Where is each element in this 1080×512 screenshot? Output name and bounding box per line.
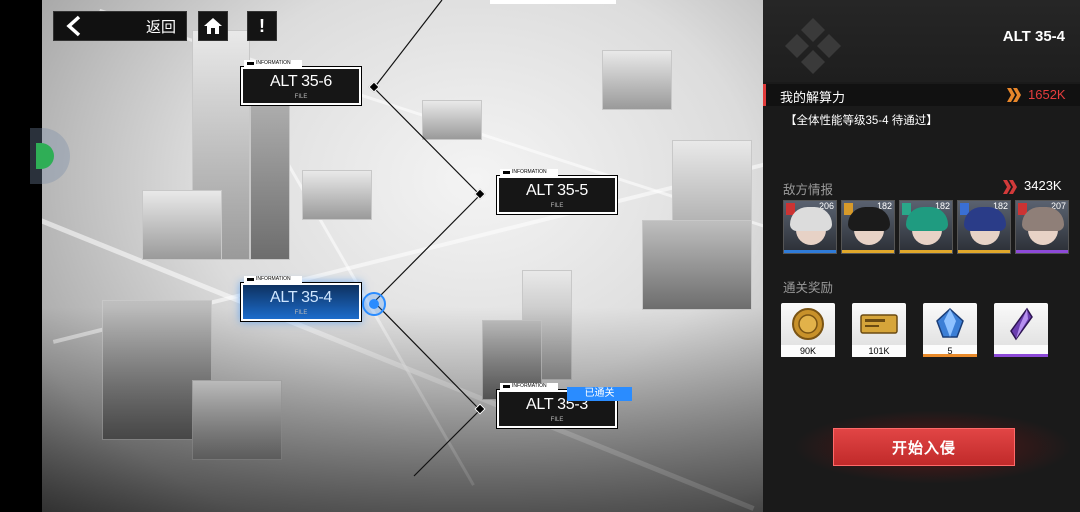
- enemy-rarity-stripe: [842, 250, 894, 253]
- offscreen-node-edge: [490, 0, 616, 4]
- coin-icon: [792, 308, 824, 340]
- cleared-badge: 已通关: [567, 387, 632, 401]
- enemy-class-icon: [1018, 203, 1027, 215]
- enemy-rarity-stripe: [958, 250, 1010, 253]
- enemy-class-icon: [960, 203, 969, 215]
- node-code: ALT 35-6: [270, 73, 332, 90]
- stage-node-35-3[interactable]: INFORMATION ALT 35-3 FILE: [496, 383, 618, 429]
- enemy-level: 206: [818, 201, 834, 211]
- reward-coin[interactable]: 90K: [781, 303, 835, 357]
- node-file-label: FILE: [550, 417, 564, 423]
- power-icon: [1007, 88, 1021, 102]
- enemy-card[interactable]: 182: [957, 200, 1011, 254]
- enemy-level: 182: [934, 201, 950, 211]
- enemy-class-icon: [844, 203, 853, 215]
- enemy-hair: [1022, 207, 1064, 231]
- stage-node-35-4[interactable]: INFORMATION ALT 35-4 FILE: [240, 276, 362, 322]
- node-code: ALT 35-5: [526, 182, 588, 199]
- side-indicator-icon: [36, 143, 54, 169]
- node-info-tag: INFORMATION: [244, 60, 302, 67]
- alert-button[interactable]: !: [247, 11, 277, 41]
- reward-shard[interactable]: [994, 303, 1048, 357]
- stage-detail-panel: ALT 35-4 我的解算力 1652K 【全体性能等级35-4 待通过】 敌方…: [763, 0, 1080, 512]
- home-button[interactable]: [198, 11, 228, 41]
- enemy-class-icon: [786, 203, 795, 215]
- stage-node-35-5[interactable]: INFORMATION ALT 35-5 FILE: [496, 169, 618, 215]
- panel-header: ALT 35-4: [763, 0, 1080, 82]
- node-file-label: FILE: [550, 203, 564, 209]
- enemy-rarity-stripe: [784, 250, 836, 253]
- stage-node-35-6[interactable]: INFORMATION ALT 35-6 FILE: [240, 60, 362, 106]
- enemy-hair: [964, 207, 1006, 231]
- power-value: 1652K: [1028, 87, 1066, 102]
- enemy-power-icon: [1003, 180, 1017, 194]
- home-icon: [204, 18, 222, 34]
- node-info-tag: INFORMATION: [244, 276, 302, 283]
- enemy-list: 206 182 182 182 207: [783, 200, 1069, 254]
- left-edge: [0, 0, 42, 512]
- enemy-level: 207: [1050, 201, 1066, 211]
- enemy-card[interactable]: 182: [899, 200, 953, 254]
- enemy-intel-label: 敌方情报: [783, 183, 834, 197]
- crystal-icon: [936, 307, 964, 338]
- enemy-card[interactable]: 206: [783, 200, 837, 254]
- reward-qty: 90K: [781, 345, 835, 357]
- enemy-level: 182: [992, 201, 1008, 211]
- enemy-hair: [906, 207, 948, 231]
- chevron-left-icon: [54, 12, 94, 40]
- stage-title: ALT 35-4: [1002, 28, 1065, 45]
- exclamation-icon: !: [259, 15, 265, 36]
- enemy-rarity-stripe: [1016, 250, 1068, 253]
- node-file-label: FILE: [294, 310, 308, 316]
- reward-qty: 101K: [852, 345, 906, 357]
- enemy-hair: [790, 207, 832, 231]
- back-label: 返回: [146, 18, 177, 36]
- node-info-tag: INFORMATION: [500, 169, 558, 176]
- enemy-hair: [848, 207, 890, 231]
- reward-list: 90K 101K 5: [781, 303, 1048, 357]
- back-button[interactable]: 返回: [53, 11, 187, 41]
- shard-icon: [1010, 307, 1033, 341]
- ticket-icon: [860, 314, 898, 334]
- start-invasion-button[interactable]: 开始入侵: [833, 428, 1015, 466]
- my-power-row: 我的解算力 1652K: [763, 84, 1080, 106]
- reward-label: 通关奖励: [783, 281, 834, 295]
- faction-emblem-icon: [785, 18, 841, 74]
- enemy-power-value: 3423K: [1024, 178, 1062, 193]
- enemy-level: 182: [876, 201, 892, 211]
- reward-crystal[interactable]: 5: [923, 303, 977, 357]
- route-lines: [373, 0, 481, 477]
- current-location-icon: [362, 292, 386, 316]
- requirement-text: 【全体性能等级35-4 待通过】: [785, 115, 938, 127]
- node-file-label: FILE: [294, 94, 308, 100]
- stage-map: [42, 0, 764, 512]
- node-info-tag: INFORMATION: [500, 383, 558, 390]
- power-label: 我的解算力: [780, 90, 846, 105]
- reward-ticket[interactable]: 101K: [852, 303, 906, 357]
- enemy-card[interactable]: 207: [1015, 200, 1069, 254]
- enemy-class-icon: [902, 203, 911, 215]
- enemy-rarity-stripe: [900, 250, 952, 253]
- node-code: ALT 35-4: [270, 289, 332, 306]
- enemy-card[interactable]: 182: [841, 200, 895, 254]
